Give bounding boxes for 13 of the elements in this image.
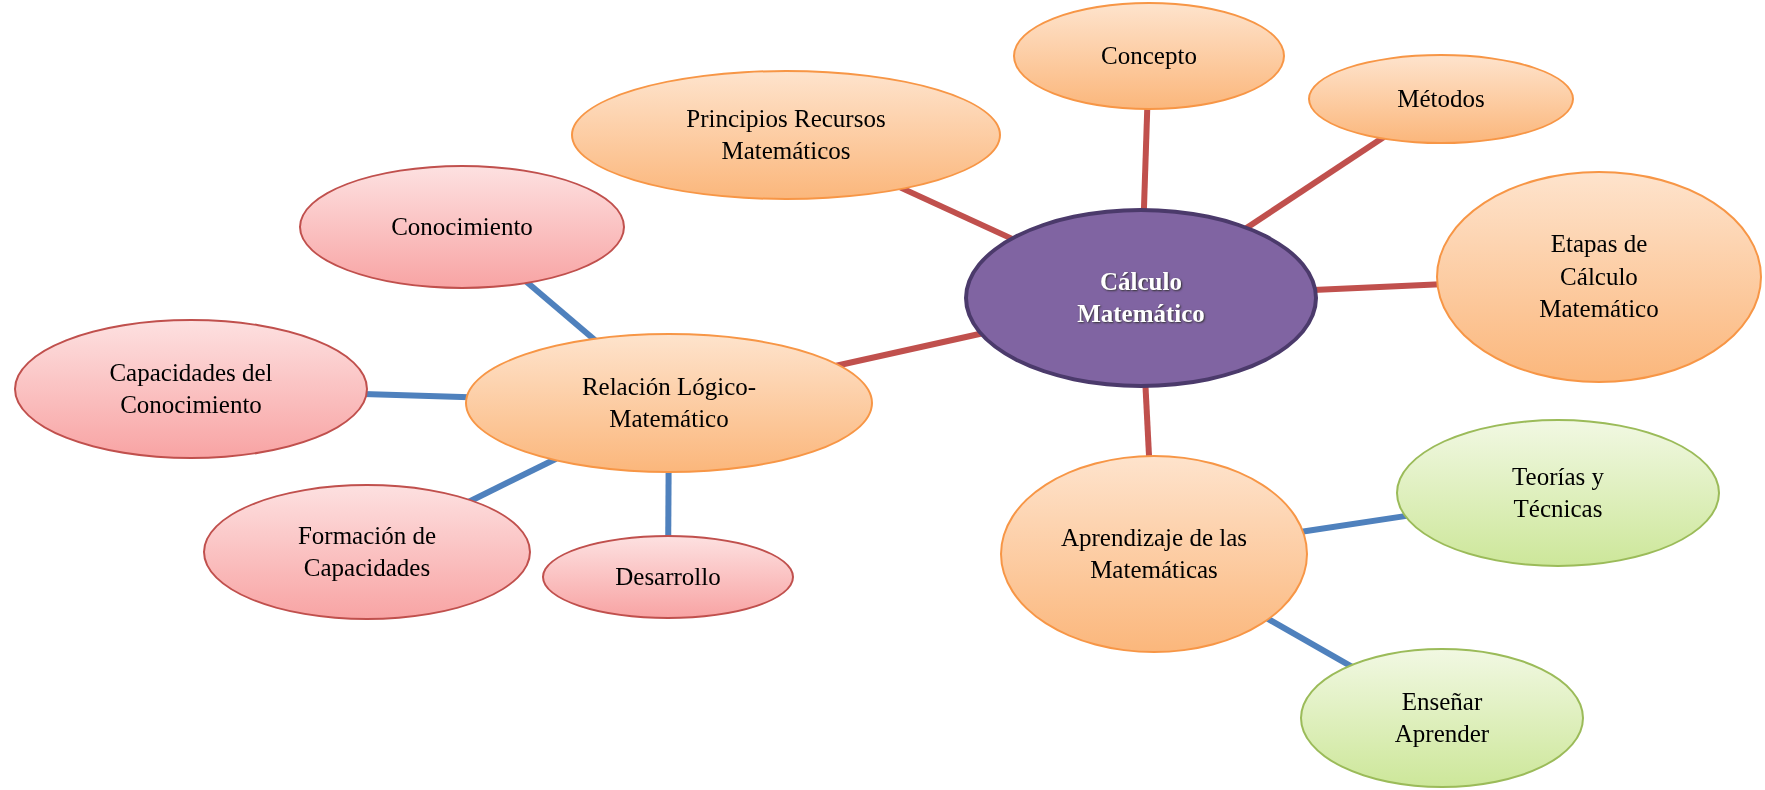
- node-label: Teorías y Técnicas: [1511, 461, 1605, 524]
- node-label: Relación Lógico-Matemático: [580, 371, 758, 434]
- node-label: Desarrollo: [615, 561, 721, 592]
- node-label: Formación de Capacidades: [296, 520, 438, 583]
- node-label: Etapas de Cálculo Matemático: [1538, 229, 1660, 325]
- node-label: Enseñar Aprender: [1393, 686, 1491, 749]
- node-label: Cálculo Matemático: [1076, 266, 1206, 329]
- node-label: Métodos: [1397, 83, 1485, 114]
- node-label: Capacidades del Conocimiento: [108, 357, 274, 420]
- node-label: Concepto: [1101, 40, 1197, 71]
- node-label: Aprendizaje de las Matemáticas: [1060, 522, 1248, 585]
- node-label: Principios Recursos Matemáticos: [685, 103, 887, 166]
- node-label: Conocimiento: [391, 211, 533, 242]
